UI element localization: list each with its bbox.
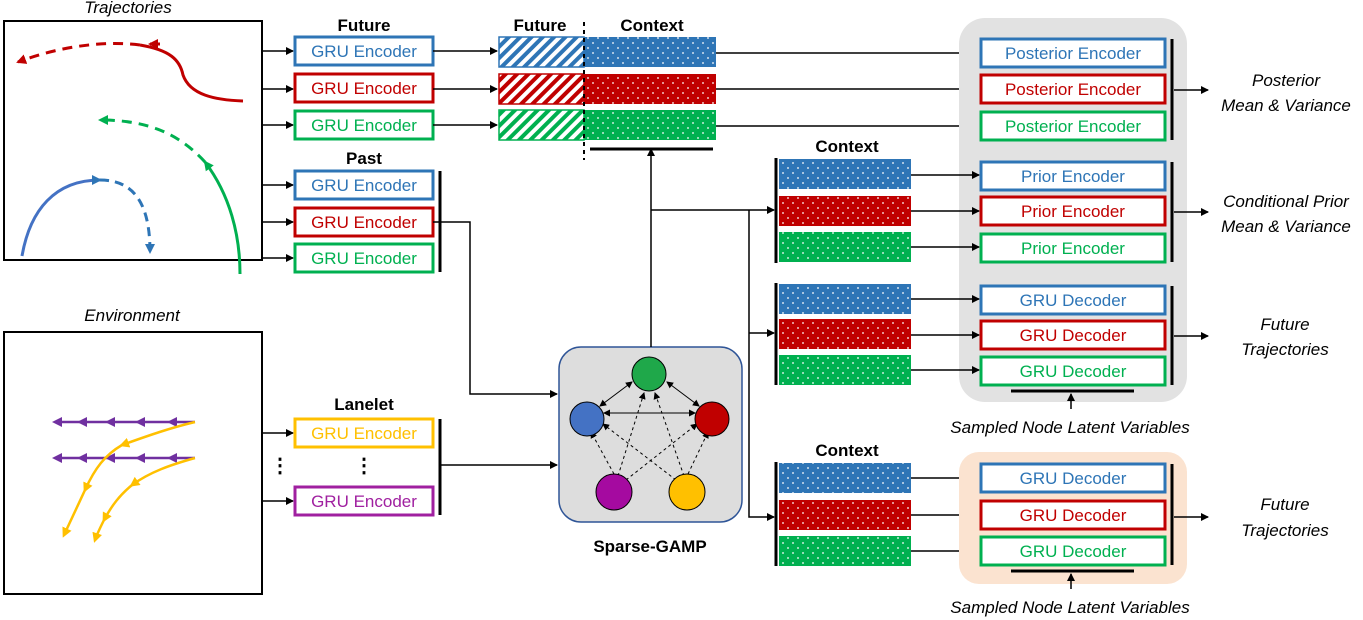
svg-text:GRU Encoder: GRU Encoder bbox=[311, 176, 417, 195]
context-top-title: Context bbox=[620, 16, 684, 35]
yellow-lanelets bbox=[62, 420, 196, 543]
posterior-encoder-red: Posterior Encoder bbox=[979, 73, 1167, 105]
node-purple bbox=[595, 473, 633, 511]
lanelet-encoder-purple: GRU Encoder bbox=[293, 485, 435, 517]
sampled-latent-label-2: Sampled Node Latent Variables bbox=[950, 598, 1190, 617]
prior-output-line1: Conditional Prior bbox=[1223, 192, 1350, 211]
graph-edges bbox=[590, 381, 709, 481]
green-trajectory-past bbox=[203, 160, 242, 275]
svg-text:GRU Encoder: GRU Encoder bbox=[311, 492, 417, 511]
context-prior-bars bbox=[774, 158, 911, 263]
context-prior-title: Context bbox=[815, 137, 879, 156]
node-green bbox=[631, 356, 667, 392]
decoder1-blue: GRU Decoder bbox=[979, 284, 1167, 316]
posterior-input-arrows bbox=[716, 49, 980, 130]
context-decoder1-bars bbox=[774, 283, 911, 385]
ellipsis-left: ⋮ bbox=[270, 455, 290, 477]
svg-text:GRU Encoder: GRU Encoder bbox=[311, 249, 417, 268]
node-yellow bbox=[668, 473, 706, 511]
past-encoder-green: GRU Encoder bbox=[293, 242, 435, 274]
future-output2-line2: Trajectories bbox=[1241, 521, 1329, 540]
svg-text:Posterior Encoder: Posterior Encoder bbox=[1005, 44, 1141, 63]
svg-text:Posterior Encoder: Posterior Encoder bbox=[1005, 80, 1141, 99]
posterior-output-line1: Posterior bbox=[1252, 71, 1321, 90]
future-output1-line2: Trajectories bbox=[1241, 340, 1329, 359]
svg-text:GRU Decoder: GRU Decoder bbox=[1020, 362, 1127, 381]
sampled-latent-label-1: Sampled Node Latent Variables bbox=[950, 418, 1190, 437]
decoder1-green: GRU Decoder bbox=[979, 355, 1167, 387]
svg-text:GRU Decoder: GRU Decoder bbox=[1020, 542, 1127, 561]
future-hatch-title: Future bbox=[514, 16, 567, 35]
sparse-gamp-label: Sparse-GAMP bbox=[593, 537, 706, 556]
node-red bbox=[694, 401, 730, 437]
posterior-encoder-green: Posterior Encoder bbox=[979, 110, 1167, 142]
posterior-encoder-blue: Posterior Encoder bbox=[979, 37, 1167, 69]
svg-text:GRU Encoder: GRU Encoder bbox=[311, 424, 417, 443]
environment-label: Environment bbox=[84, 306, 181, 325]
lanelet-encoder-yellow: GRU Encoder bbox=[293, 417, 435, 449]
output-arrows bbox=[1174, 86, 1209, 521]
prior-output-line2: Mean & Variance bbox=[1221, 217, 1351, 236]
posterior-output-line2: Mean & Variance bbox=[1221, 96, 1351, 115]
svg-text:Prior Encoder: Prior Encoder bbox=[1021, 167, 1125, 186]
svg-text:Prior Encoder: Prior Encoder bbox=[1021, 239, 1125, 258]
future-context-bars bbox=[498, 22, 716, 160]
decoder2-green: GRU Decoder bbox=[979, 535, 1167, 567]
svg-text:GRU Encoder: GRU Encoder bbox=[311, 79, 417, 98]
past-encoder-red: GRU Encoder bbox=[293, 206, 435, 238]
decoder1-red: GRU Decoder bbox=[979, 319, 1167, 351]
context-bottom-title: Context bbox=[815, 441, 879, 460]
red-trajectory-future bbox=[16, 42, 141, 64]
prior-encoder-blue: Prior Encoder bbox=[979, 160, 1167, 192]
input-arrows bbox=[262, 47, 294, 505]
future-encoder-red: GRU Encoder bbox=[293, 72, 435, 104]
lanelet-encoders-title: Lanelet bbox=[334, 395, 394, 414]
svg-text:Prior Encoder: Prior Encoder bbox=[1021, 202, 1125, 221]
future-output2-line1: Future bbox=[1260, 495, 1309, 514]
graph-output-arrows bbox=[647, 148, 775, 521]
past-encoder-blue: GRU Encoder bbox=[293, 169, 435, 201]
encoder-arrows bbox=[433, 47, 558, 469]
prior-encoder-red: Prior Encoder bbox=[979, 195, 1167, 227]
decoder2-blue: GRU Decoder bbox=[979, 462, 1167, 494]
environment-panel bbox=[3, 331, 263, 595]
svg-text:GRU Encoder: GRU Encoder bbox=[311, 42, 417, 61]
future-output1-line1: Future bbox=[1260, 315, 1309, 334]
past-encoders-title: Past bbox=[346, 149, 382, 168]
svg-text:GRU Decoder: GRU Decoder bbox=[1020, 291, 1127, 310]
svg-text:Posterior Encoder: Posterior Encoder bbox=[1005, 117, 1141, 136]
svg-text:GRU Decoder: GRU Decoder bbox=[1020, 326, 1127, 345]
future-encoder-green: GRU Encoder bbox=[293, 109, 435, 141]
future-encoders-title: Future bbox=[338, 16, 391, 35]
trajectories-label: Trajectories bbox=[84, 0, 172, 17]
decoder2-red: GRU Decoder bbox=[979, 499, 1167, 531]
context-to-module-arrows bbox=[911, 171, 980, 555]
ellipsis-right: ⋮ bbox=[354, 455, 374, 477]
svg-text:GRU Encoder: GRU Encoder bbox=[311, 213, 417, 232]
blue-trajectory-past bbox=[20, 175, 102, 257]
prior-encoder-green: Prior Encoder bbox=[979, 232, 1167, 264]
trajectories-panel bbox=[3, 20, 263, 261]
svg-text:GRU Decoder: GRU Decoder bbox=[1020, 469, 1127, 488]
green-trajectory-future bbox=[98, 115, 207, 164]
red-trajectory-past bbox=[139, 43, 244, 103]
svg-text:GRU Decoder: GRU Decoder bbox=[1020, 506, 1127, 525]
node-blue bbox=[569, 401, 605, 437]
svg-text:GRU Encoder: GRU Encoder bbox=[311, 116, 417, 135]
future-encoder-blue: GRU Encoder bbox=[293, 35, 435, 67]
context-decoder2-bars bbox=[774, 462, 911, 566]
